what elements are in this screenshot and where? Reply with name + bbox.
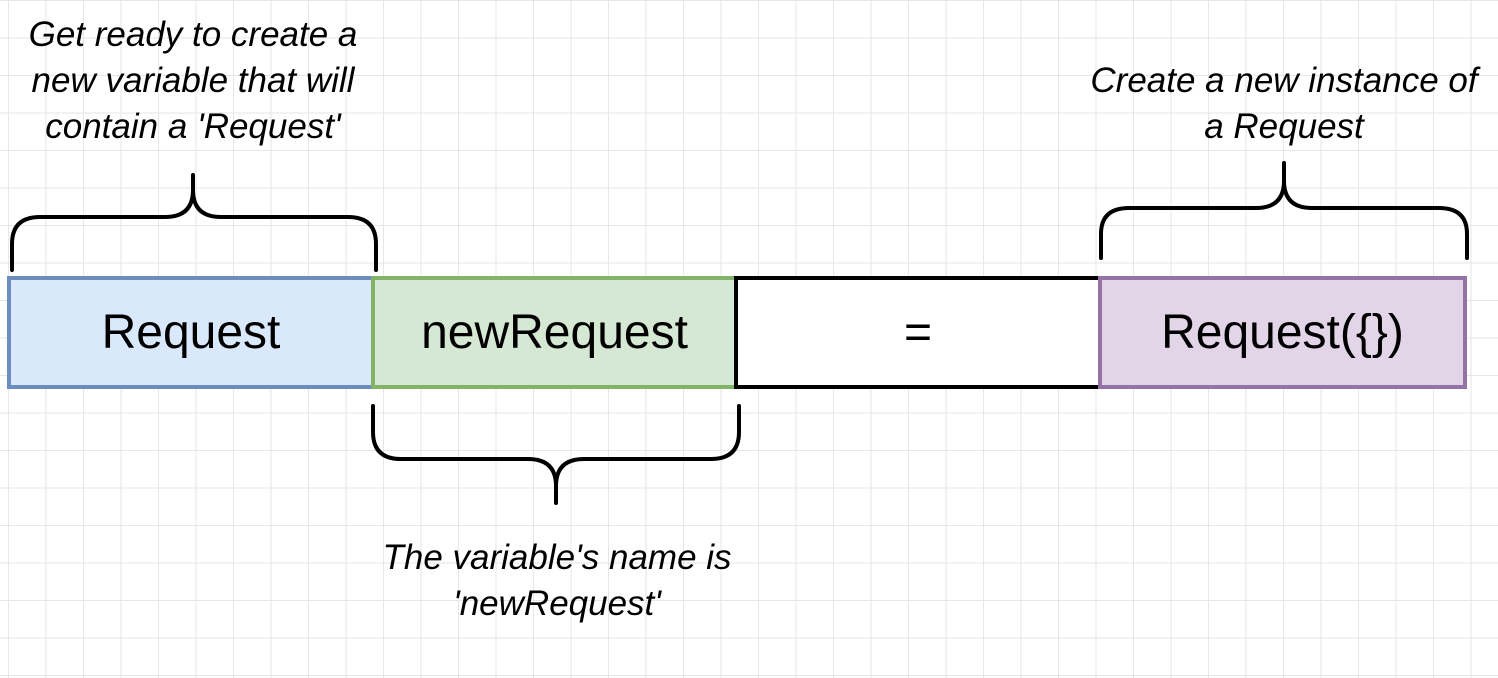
variable-name-box-label: newRequest <box>421 306 688 359</box>
instance-box: Request({}) <box>1098 276 1467 389</box>
brace-name <box>371 404 741 505</box>
equals-box: = <box>734 276 1102 389</box>
equals-box-label: = <box>903 306 933 359</box>
brace-type <box>10 173 378 272</box>
brace-instance <box>1099 161 1469 260</box>
variable-name-box: newRequest <box>371 276 738 389</box>
name-annotation: The variable's name is 'newRequest' <box>382 538 732 623</box>
instance-box-label: Request({}) <box>1161 306 1404 359</box>
instance-annotation: Create a new instance of a Request <box>1090 61 1478 146</box>
type-box: Request <box>7 276 375 389</box>
type-annotation: Get ready to create a new variable that … <box>28 15 358 146</box>
type-box-label: Request <box>101 306 281 359</box>
